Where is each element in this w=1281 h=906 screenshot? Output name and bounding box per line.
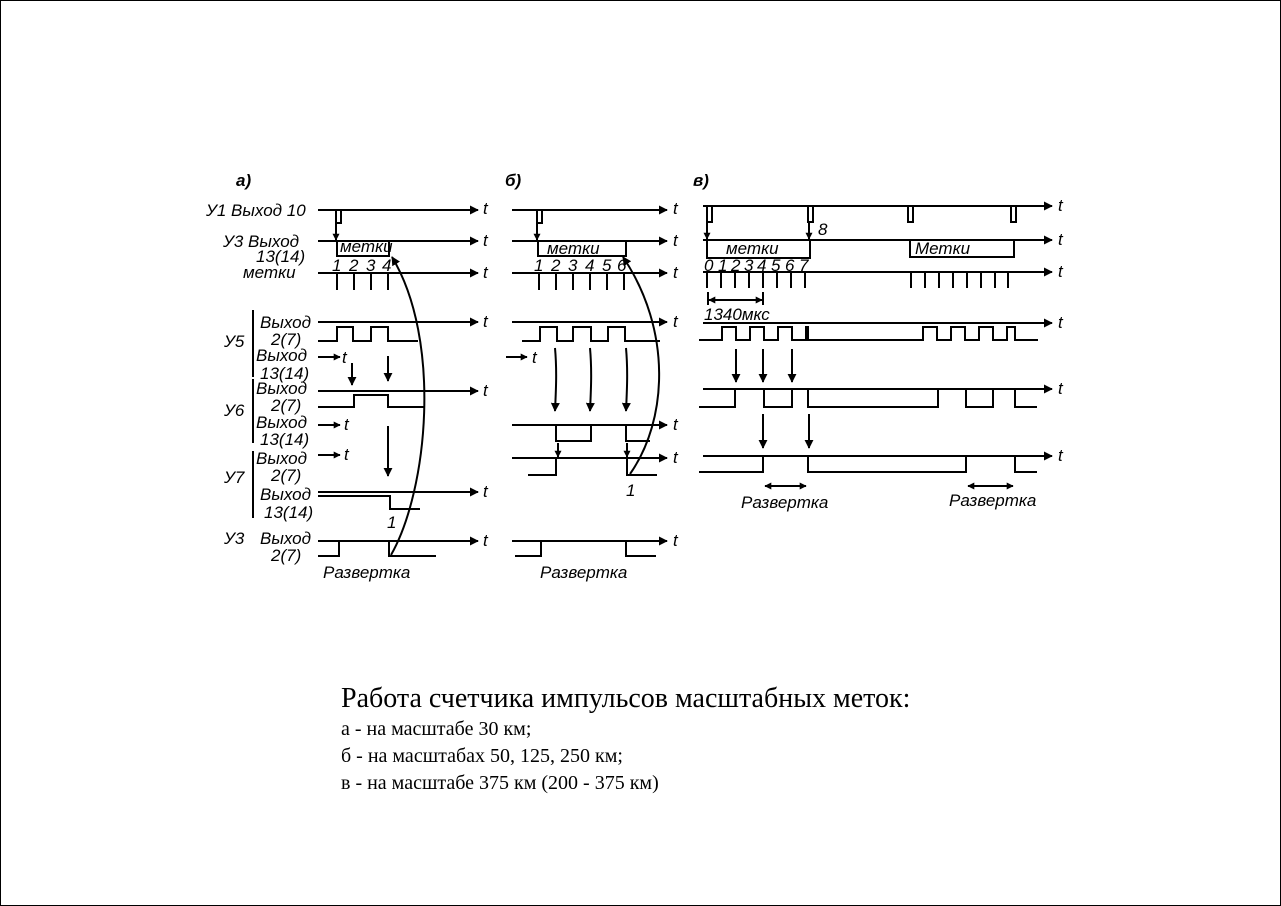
t-c-6: t: [1058, 446, 1064, 465]
tick-a-4: 4: [382, 256, 391, 275]
label-u7-out-b: Выход: [260, 485, 311, 504]
figure-caption: Работа счетчика импульсов масштабных мет…: [341, 682, 910, 797]
tick-c-0: 0: [704, 256, 714, 275]
t-a-2: t: [483, 231, 489, 250]
panel-a-label: а): [236, 171, 251, 190]
t-c-3: t: [1058, 262, 1064, 281]
marker-8: 8: [818, 220, 828, 239]
label-u6-out-b: Выход: [256, 413, 307, 432]
t-a-1: t: [483, 199, 489, 218]
label-metki: метки: [243, 263, 296, 282]
panel-a-waveforms: [318, 205, 479, 557]
tick-b-6: 6: [617, 256, 627, 275]
label-u5-2-7: 2(7): [270, 330, 301, 349]
label-u3-out: У3 Выход: [222, 232, 299, 251]
t-c-2: t: [1058, 230, 1064, 249]
label-u7: У7: [223, 468, 245, 487]
razvertka-c2: Развертка: [949, 491, 1036, 510]
tick-c-2: 2: [730, 256, 741, 275]
t-b-2: t: [673, 231, 679, 250]
panel-b-label: б): [505, 171, 522, 190]
razvertka-a: Развертка: [323, 563, 410, 582]
t-a-10: t: [483, 531, 489, 550]
t-b-1: t: [673, 199, 679, 218]
panel-b-waveforms: [506, 205, 668, 557]
label-u7-13-14: 13(14): [264, 503, 313, 522]
label-u3: У3: [223, 529, 245, 548]
marker-1-b: 1: [626, 481, 635, 500]
panel-b-text: метки 1 2 3 4 5 6 1 Развертка t t t t t …: [532, 199, 679, 582]
interval-1340: 1340мкс: [704, 305, 770, 324]
marker-1-a: 1: [387, 513, 396, 532]
t-b-4: t: [673, 312, 679, 331]
panel-c-text: 8 метки Метки 0 1 2 3 4 5 6 7 1340мкс Ра…: [704, 196, 1064, 512]
label-u6-2-7: 2(7): [270, 396, 301, 415]
panel-c-label: в): [693, 171, 709, 190]
tick-c-7: 7: [799, 256, 809, 275]
t-a-9: t: [483, 482, 489, 501]
caption-line-a: а - на масштабе 30 км;: [341, 718, 532, 740]
t-c-1: t: [1058, 196, 1064, 215]
razvertka-c1: Развертка: [741, 493, 828, 512]
razvertka-b: Развертка: [540, 563, 627, 582]
label-u6-13-14: 13(14): [260, 430, 309, 449]
tick-b-2: 2: [550, 256, 561, 275]
label-u5-out-a: Выход: [260, 313, 311, 332]
tick-b-4: 4: [585, 256, 594, 275]
t-b-6: t: [673, 415, 679, 434]
label-u5: У5: [223, 332, 245, 351]
t-a-6: t: [483, 381, 489, 400]
tick-c-5: 5: [771, 256, 781, 275]
label-u3-2-7: 2(7): [270, 546, 301, 565]
label-u3-13-14: 13(14): [256, 247, 305, 266]
label-u5-out-b: Выход: [256, 346, 307, 365]
t-b-3: t: [673, 263, 679, 282]
panel-a-text: метки 1 2 3 4 1 Развертка t t t t t t t …: [323, 199, 489, 582]
t-a-8: t: [344, 445, 350, 464]
label-u6-out-a: Выход: [256, 379, 307, 398]
tick-b-5: 5: [602, 256, 612, 275]
t-a-5: t: [342, 348, 348, 367]
t-c-4: t: [1058, 313, 1064, 332]
caption-title: Работа счетчика импульсов масштабных мет…: [341, 683, 911, 714]
tick-c-3: 3: [744, 256, 754, 275]
panel-c-waveforms: [699, 201, 1053, 490]
tick-a-3: 3: [366, 256, 376, 275]
metki-box-label-b: метки: [547, 239, 600, 258]
tick-b-3: 3: [568, 256, 578, 275]
t-a-3: t: [483, 263, 489, 282]
caption-line-c: в - на масштабе 375 км (200 - 375 км): [341, 772, 659, 794]
label-u5-13-14: 13(14): [260, 364, 309, 383]
caption-line-b: б - на масштабах 50, 125, 250 км;: [341, 745, 623, 767]
t-b-7: t: [673, 448, 679, 467]
label-u3-out-bottom: Выход: [260, 529, 311, 548]
label-u6: У6: [223, 401, 245, 420]
metki-box-label-a: метки: [340, 237, 393, 256]
label-u1-out10: У1 Выход 10: [205, 201, 306, 220]
t-a-4: t: [483, 312, 489, 331]
metki-box-label-c: метки: [726, 239, 779, 258]
tick-c-1: 1: [718, 256, 727, 275]
tick-c-6: 6: [785, 256, 795, 275]
label-u7-out-a: Выход: [256, 449, 307, 468]
t-b-8: t: [673, 531, 679, 550]
tick-c-4: 4: [757, 256, 766, 275]
tick-a-2: 2: [348, 256, 359, 275]
tick-a-1: 1: [332, 256, 341, 275]
tick-b-1: 1: [534, 256, 543, 275]
t-c-5: t: [1058, 379, 1064, 398]
label-u7-2-7: 2(7): [270, 466, 301, 485]
t-a-7: t: [344, 415, 350, 434]
t-b-5: t: [532, 348, 538, 367]
metki-box-label-c2: Метки: [915, 239, 971, 258]
